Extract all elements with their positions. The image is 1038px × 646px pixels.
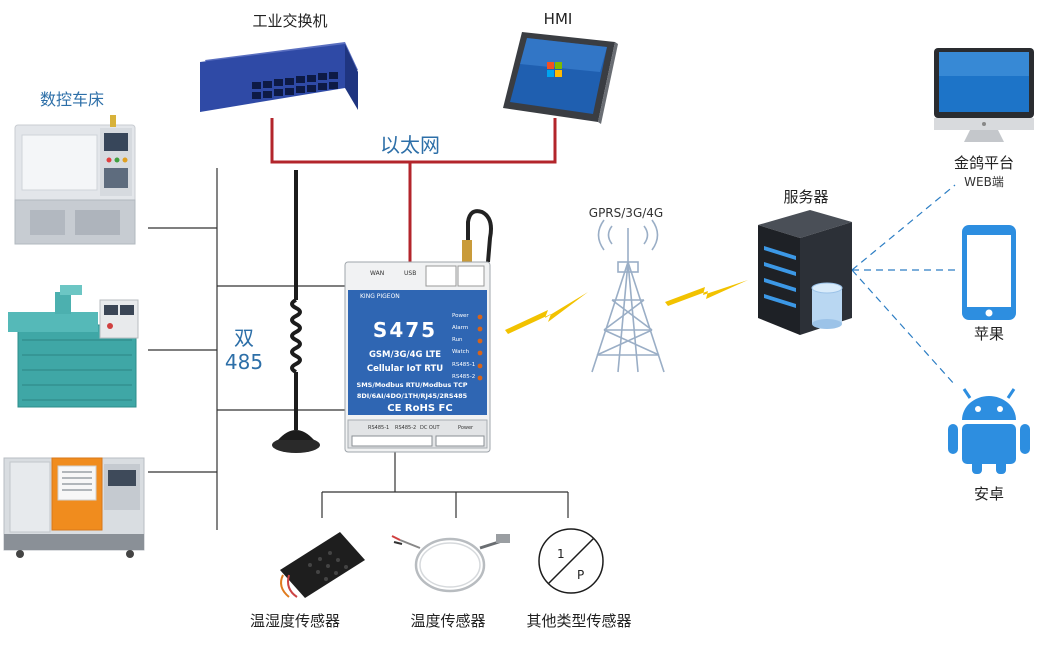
database-icon	[811, 282, 843, 329]
dual-485-label-line1: 双	[234, 326, 254, 350]
cnc-machine-2	[8, 285, 139, 408]
lightning-bolt-icon	[505, 280, 748, 334]
other-sensor-symbol-bottom: P	[577, 568, 585, 582]
web-label-line2: WEB端	[964, 175, 1004, 189]
other-sensor-label: 其他类型传感器	[526, 612, 632, 630]
hmi-tablet	[503, 32, 618, 124]
web-label-line1: 金鸽平台	[953, 154, 1015, 172]
rtu-line4: 8DI/6AI/4DO/1TH/RJ45/2RS485	[356, 392, 468, 400]
other-sensor-symbol-top: 1	[557, 547, 565, 561]
rtu-bottom-port: DC OUT	[420, 425, 440, 431]
hmi-label: HMI	[543, 10, 573, 28]
rtu-brand: KING PIGEON	[360, 293, 400, 300]
apple-label: 苹果	[973, 325, 1005, 343]
other-sensor-symbol	[538, 528, 604, 594]
rtu-line2: Cellular IoT RTU	[366, 364, 444, 374]
rtu-led-label: Power	[452, 313, 469, 319]
rtu-led-label: Run	[452, 337, 463, 343]
cnc-machine-3	[3, 457, 145, 558]
rtu-certs: CE RoHS FC	[387, 403, 453, 414]
antenna	[272, 170, 320, 453]
rtu-bottom-port: RS485-2	[395, 425, 417, 431]
windows-logo-icon	[547, 62, 562, 77]
android-label: 安卓	[973, 485, 1005, 503]
ethernet-label: 以太网	[380, 133, 440, 157]
rtu-led-label: RS485-2	[452, 374, 476, 380]
rtu-bottom-port: Power	[458, 425, 474, 431]
temp-humidity-label: 温湿度传感器	[249, 612, 341, 630]
dual-485-label-line2: 485	[224, 350, 264, 374]
rtu-device	[344, 209, 493, 453]
rtu-line3: SMS/Modbus RTU/Modbus TCP	[356, 381, 468, 389]
server-label: 服务器	[783, 188, 829, 206]
rs485-bus-lines	[148, 168, 345, 530]
android-icon	[948, 388, 1030, 474]
rtu-led-label: Watch	[452, 349, 470, 355]
rtu-line1: GSM/3G/4G LTE	[368, 350, 442, 360]
switch-label: 工业交换机	[252, 12, 328, 30]
rtu-bottom-port: RS485-1	[368, 425, 390, 431]
phone-icon	[962, 225, 1016, 320]
server-icon	[758, 210, 852, 335]
monitor-icon	[934, 48, 1034, 142]
network-label: GPRS/3G/4G	[588, 206, 664, 220]
sensor-lines	[321, 450, 569, 518]
cnc-machine-1	[14, 115, 136, 245]
rtu-model: S475	[372, 318, 438, 342]
temp-probe-sensor	[391, 534, 510, 593]
rtu-led-label: Alarm	[452, 325, 469, 331]
rtu-led-label: RS485-1	[452, 362, 476, 368]
ethernet-lines	[270, 118, 557, 262]
rtu-port-usb: USB	[404, 270, 417, 277]
client-dashed-lines	[851, 184, 956, 386]
temp-label: 温度传感器	[410, 612, 486, 630]
rtu-port-wan: WAN	[370, 270, 385, 277]
cnc-group-label: 数控车床	[40, 90, 105, 109]
temp-humidity-sensor	[280, 532, 365, 598]
industrial-switch	[200, 42, 358, 112]
cell-tower-icon	[591, 219, 665, 373]
